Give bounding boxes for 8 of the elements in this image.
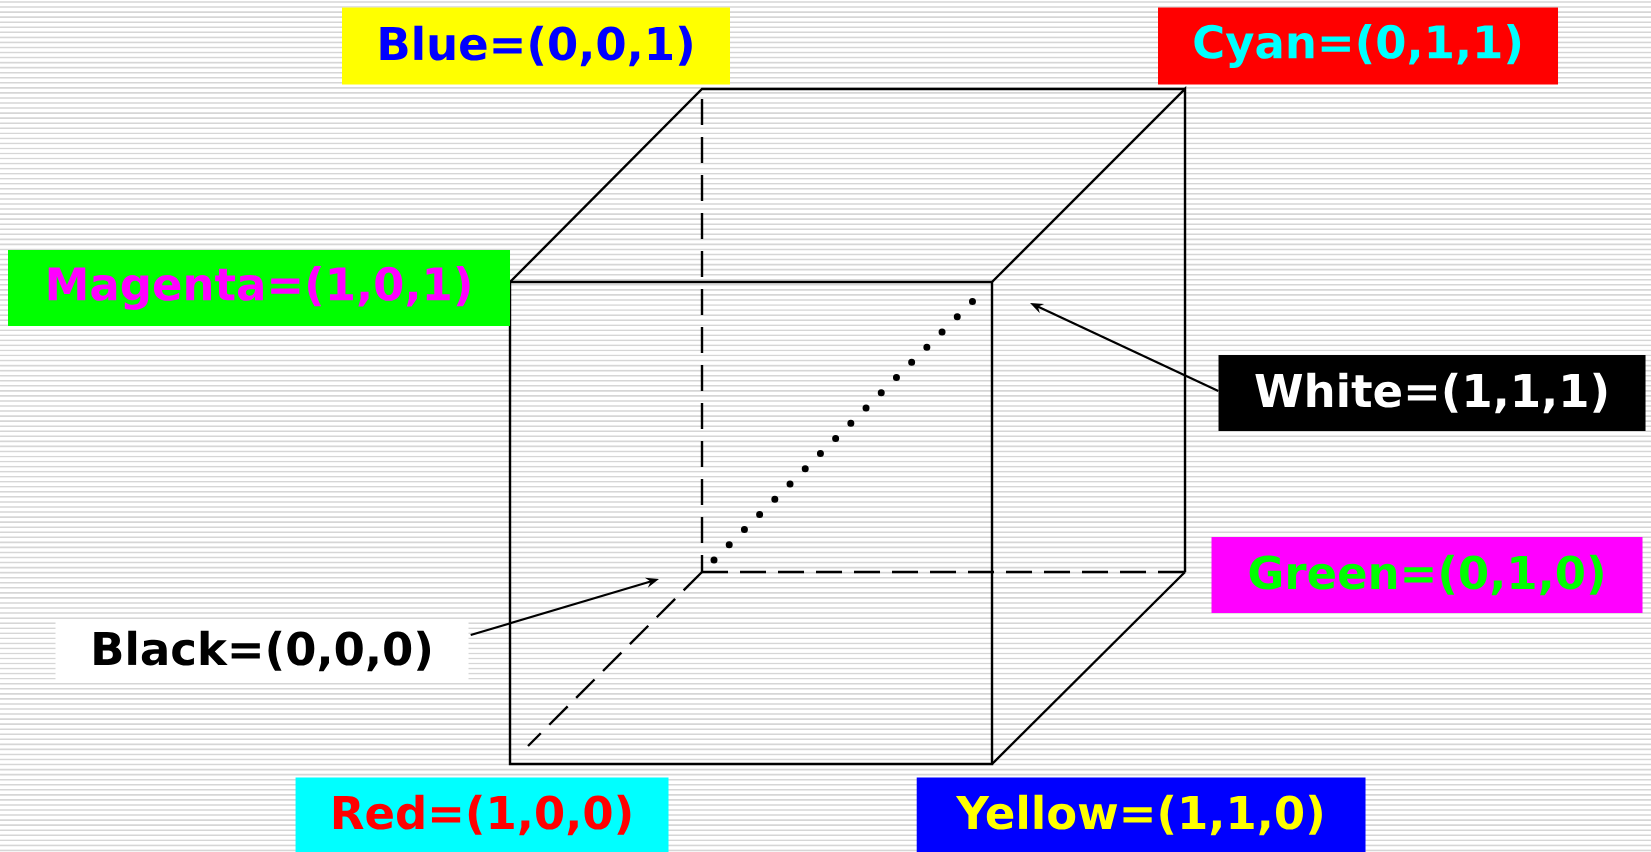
- color-label: Green=(0,1,0): [1211, 537, 1643, 613]
- color-label: Red=(1,0,0): [295, 777, 669, 852]
- color-label: Black=(0,0,0): [55, 619, 469, 683]
- color-label: White=(1,1,1): [1218, 355, 1646, 431]
- color-label: Yellow=(1,1,0): [916, 777, 1366, 852]
- color-label: Cyan=(0,1,1): [1158, 7, 1558, 85]
- color-label: Blue=(0,0,1): [342, 7, 730, 85]
- color-label: Magenta=(1,0,1): [8, 250, 510, 326]
